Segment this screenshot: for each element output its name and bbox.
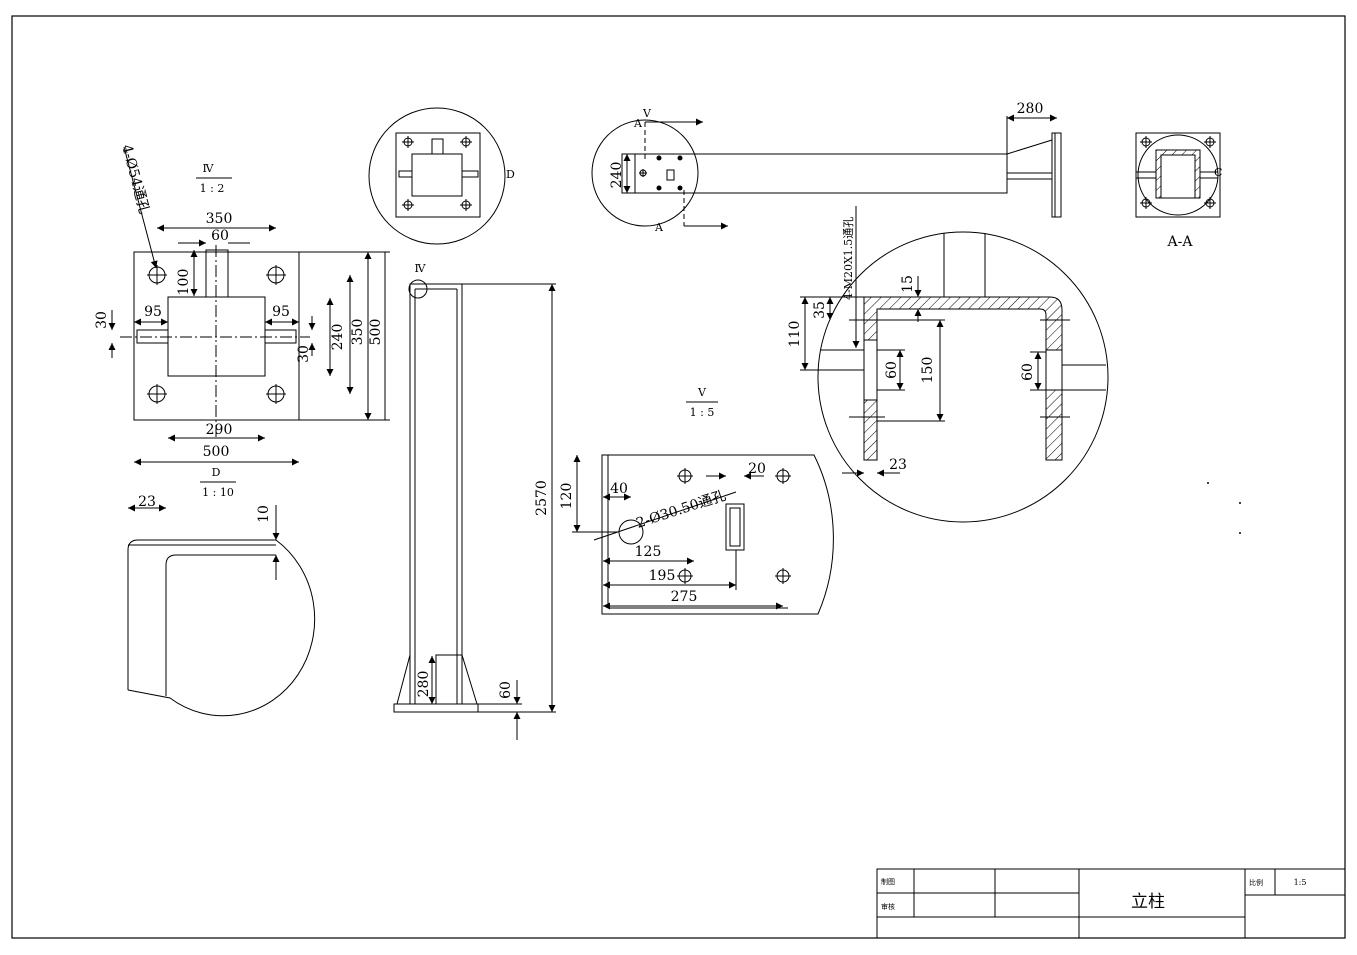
cut-marker-v: Ⅴ <box>642 107 652 120</box>
dim-iv-240: 240 <box>330 324 346 351</box>
bolt-hole <box>266 384 286 404</box>
dim-v-195: 195 <box>649 568 676 584</box>
dim-iv-95-right: 95 <box>272 304 290 320</box>
bolt-hole <box>147 265 167 285</box>
section-aa-view: C A-A <box>1135 132 1222 250</box>
dim-v-275: 275 <box>671 589 698 605</box>
thread-note: 4-M20X1.5通孔 <box>842 217 855 300</box>
dim-v-125: 125 <box>635 544 662 560</box>
dim-v-20: 20 <box>748 461 766 477</box>
dim-iv-500-h: 500 <box>203 444 230 460</box>
title-block: 制图 审核 立柱 比例 1:5 <box>876 868 1346 939</box>
baseplate-view: Ⅳ 1 : 2 4-Ø54通孔 350 60 10 <box>94 143 390 466</box>
detail-d-label: D <box>212 466 221 479</box>
part-name: 立柱 <box>1131 892 1165 912</box>
section-detail-view: 4-M20X1.5通孔 110 35 15 60 150 60 23 <box>787 206 1109 523</box>
detail-d-marker: D <box>506 168 515 181</box>
detail-iv-scale: 1 : 2 <box>200 182 225 195</box>
dim-sec-150: 150 <box>920 357 936 384</box>
detail-iv-label: Ⅳ <box>203 162 215 175</box>
dim-iv-100: 100 <box>176 269 192 296</box>
column-marker-iv: Ⅳ <box>415 262 427 275</box>
section-marker-c: C <box>1214 166 1222 179</box>
arm-side-view: A Ⅴ A 240 280 <box>591 101 1062 234</box>
dim-iv-60: 60 <box>211 228 229 244</box>
dim-column-60: 60 <box>498 681 514 699</box>
detail-v-view: Ⅴ 1 : 5 120 40 20 2-Ø30.50通孔 125 195 275 <box>559 386 834 615</box>
dim-iv-30-left: 30 <box>94 311 110 329</box>
dim-d-10: 10 <box>256 505 272 523</box>
scale-value: 1:5 <box>1294 878 1307 887</box>
hole-note-iv: 4-Ø54通孔 <box>118 143 152 216</box>
dim-sec-35: 35 <box>812 301 828 319</box>
dim-v-120: 120 <box>559 483 575 510</box>
detail-d-view: D 1 : 10 23 10 <box>127 466 316 717</box>
dim-sec-23: 23 <box>889 457 907 473</box>
dim-iv-500-v: 500 <box>368 319 384 346</box>
dim-v-40: 40 <box>610 481 628 497</box>
dim-iv-350: 350 <box>206 211 233 227</box>
dim-iv-290: 290 <box>206 422 233 438</box>
column-front-view: Ⅳ 2570 280 60 <box>393 262 556 740</box>
top-detail-view: D <box>368 107 515 245</box>
drawn-by-label: 制图 <box>881 877 895 886</box>
dim-arm-280: 280 <box>1017 101 1044 117</box>
checked-by-label: 审核 <box>881 902 895 911</box>
detail-v-scale: 1 : 5 <box>690 406 715 419</box>
scale-label: 比例 <box>1249 878 1263 887</box>
dim-arm-240: 240 <box>609 162 625 189</box>
dim-iv-95-left: 95 <box>144 304 162 320</box>
dim-column-2570: 2570 <box>534 480 550 516</box>
dim-column-280: 280 <box>416 671 432 698</box>
dim-sec-110: 110 <box>787 321 803 348</box>
bolt-hole <box>147 384 167 404</box>
sheet-border <box>11 15 1346 939</box>
dim-iv-350-v: 350 <box>350 319 366 346</box>
dim-sec-60-right: 60 <box>1020 363 1036 381</box>
hole-note-v: 2-Ø30.50通孔 <box>634 488 728 532</box>
dim-d-23: 23 <box>138 494 156 510</box>
section-aa-label: A-A <box>1167 234 1194 250</box>
dim-sec-15: 15 <box>900 275 916 293</box>
detail-d-scale: 1 : 10 <box>202 486 234 499</box>
detail-v-label: Ⅴ <box>697 386 707 399</box>
cut-marker-a-top: A <box>633 117 643 130</box>
dim-sec-60-left: 60 <box>884 361 900 379</box>
bolt-hole <box>266 265 286 285</box>
cut-marker-a-bottom: A <box>654 221 664 234</box>
dim-iv-30-right: 30 <box>296 345 312 363</box>
